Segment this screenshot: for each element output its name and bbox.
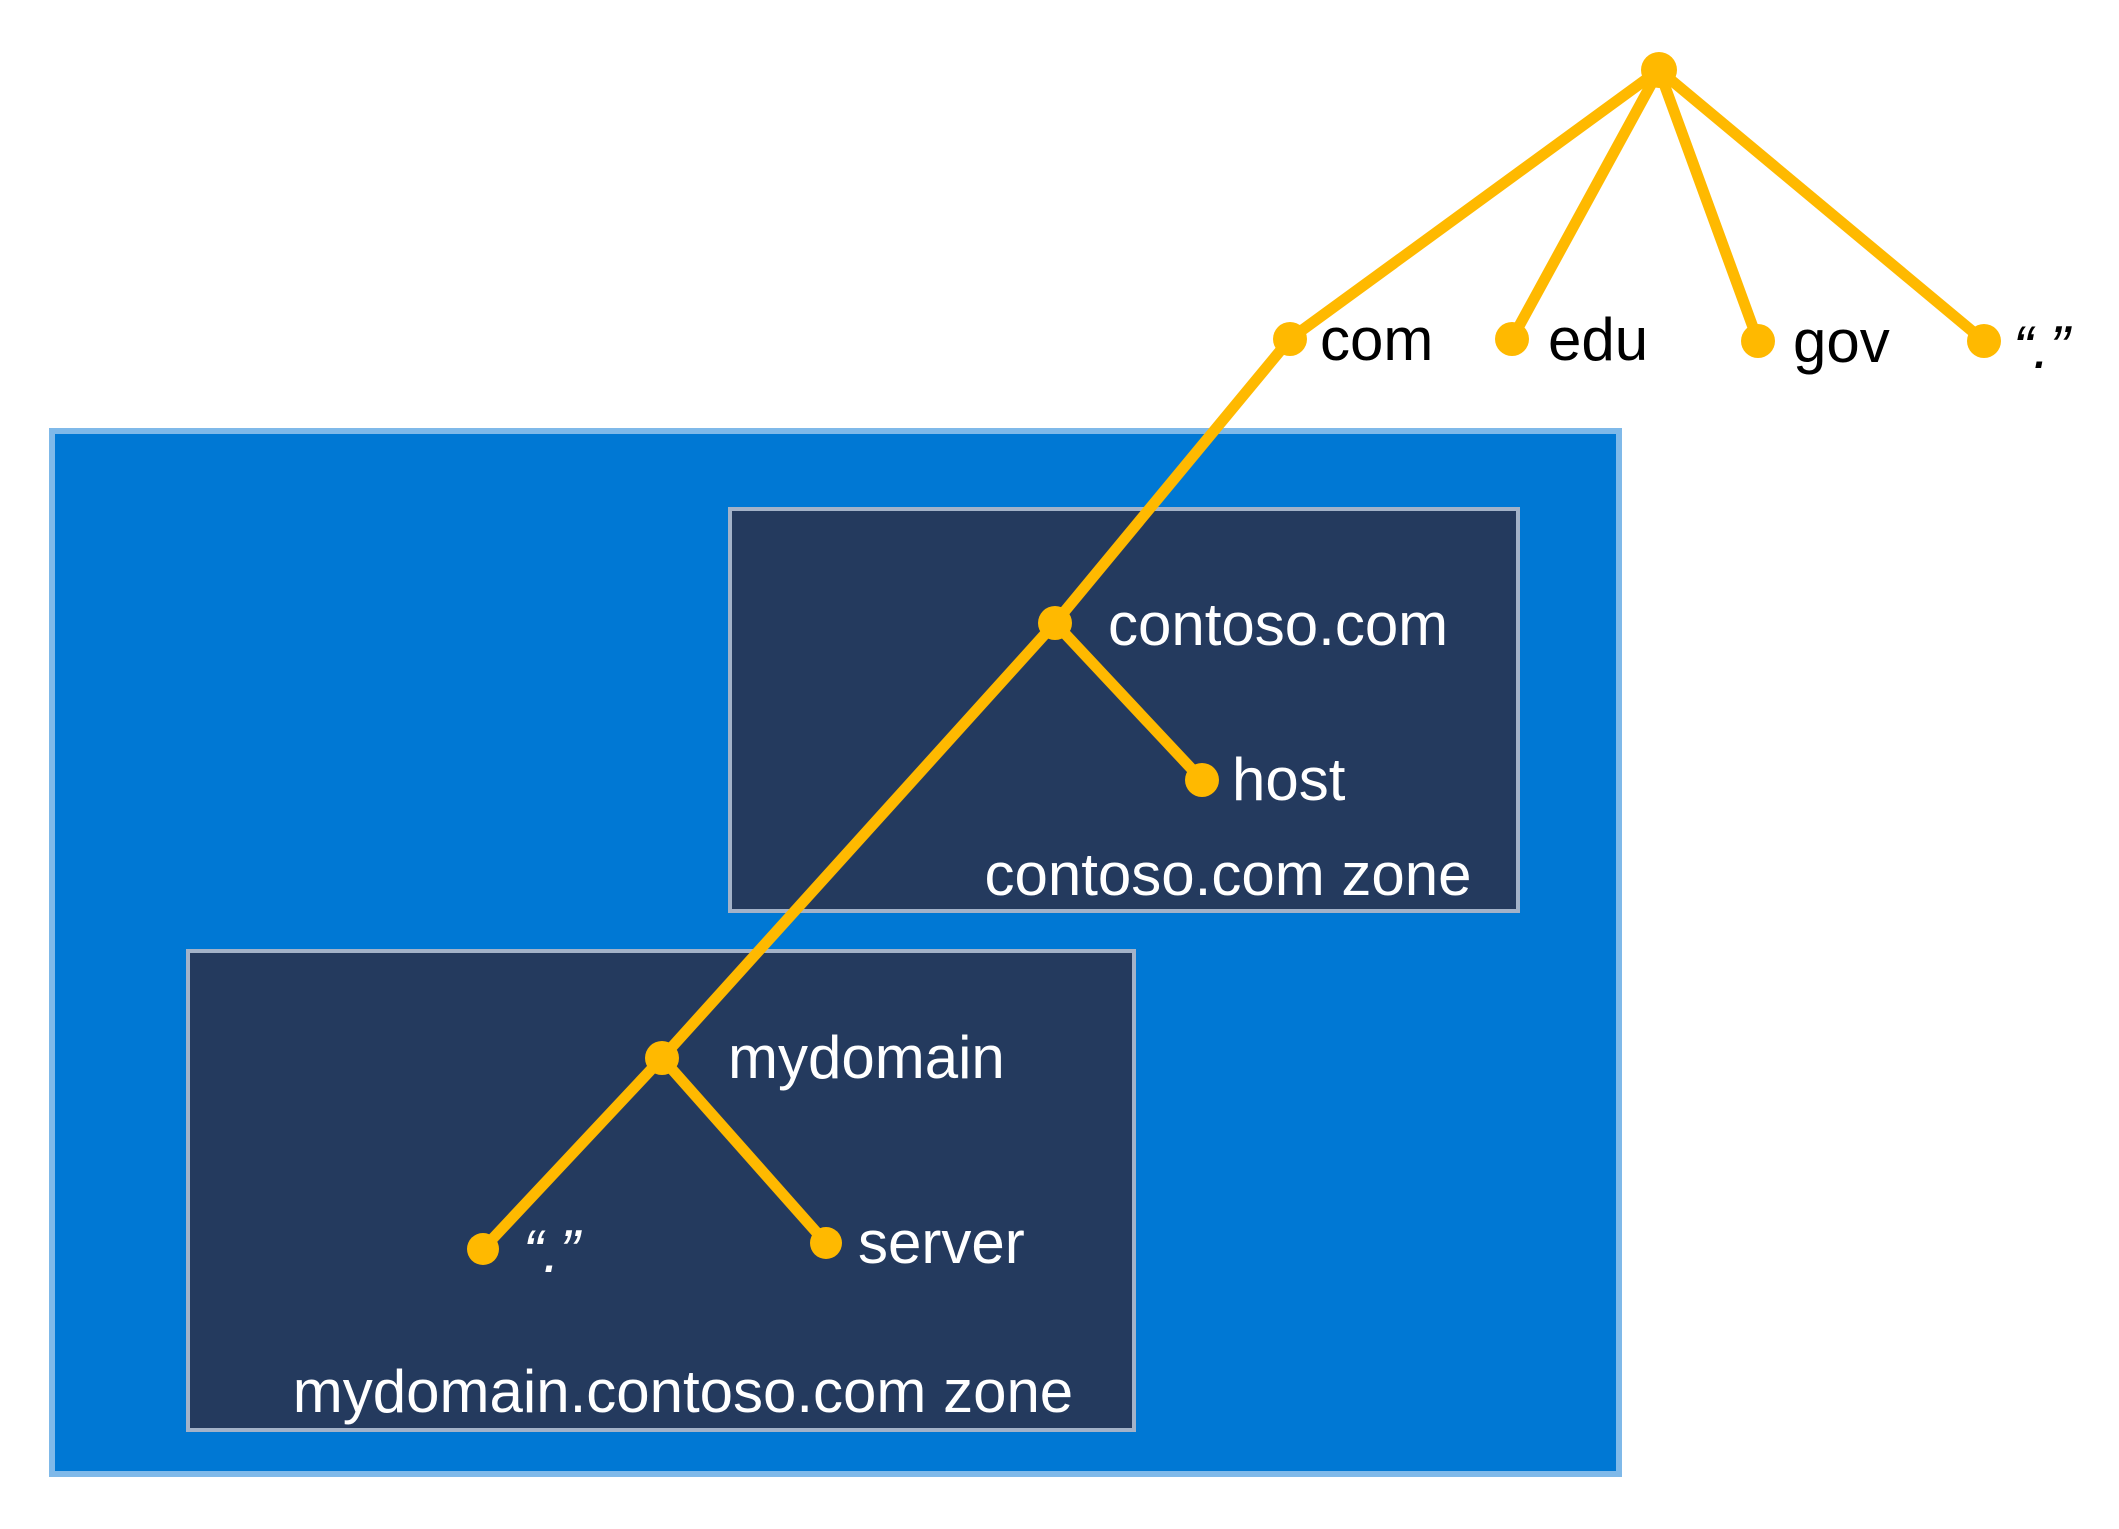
contoso-zone-title: contoso.com zone xyxy=(985,841,1472,908)
mydomain-zone-title: mydomain.contoso.com zone xyxy=(293,1358,1073,1425)
edge-mydomain-dot xyxy=(478,1054,667,1253)
contoso-node-label: contoso.com xyxy=(1108,591,1448,658)
server-node-label: server xyxy=(858,1209,1025,1276)
edge-root-edu xyxy=(1507,67,1664,342)
contoso-node-dot xyxy=(1038,606,1072,640)
com-node-dot xyxy=(1273,322,1307,356)
root-node-dot xyxy=(1641,52,1677,88)
edge-com-contoso xyxy=(1050,335,1295,627)
edge-root-dot xyxy=(1655,65,1988,346)
edge-root-com xyxy=(1286,65,1663,344)
host-node-label: host xyxy=(1232,746,1346,813)
gov-node-label: gov xyxy=(1793,308,1890,375)
edu-node-label: edu xyxy=(1548,306,1648,373)
edu-node-dot xyxy=(1495,322,1529,356)
mydomain-zone-dot-label: “.” xyxy=(523,1218,583,1285)
mydomain-node-dot xyxy=(645,1041,679,1075)
mydomain-node-label: mydomain xyxy=(728,1024,1005,1091)
mydomain-zone-box xyxy=(186,949,1136,1432)
edge-mydomain-server xyxy=(657,1054,831,1247)
gov-node-dot xyxy=(1741,324,1775,358)
mydomain-zone-dot-node-dot xyxy=(467,1233,499,1265)
root-zone-dot-node-dot xyxy=(1967,324,2001,358)
edge-contoso-host xyxy=(1050,619,1207,784)
edge-contoso-mydomain xyxy=(657,619,1060,1062)
host-node-dot xyxy=(1185,763,1219,797)
edge-root-gov xyxy=(1653,68,1764,343)
root-zone-dot-label: “.” xyxy=(2013,314,2073,381)
com-node-label: com xyxy=(1320,306,1433,373)
server-node-dot xyxy=(810,1227,842,1259)
